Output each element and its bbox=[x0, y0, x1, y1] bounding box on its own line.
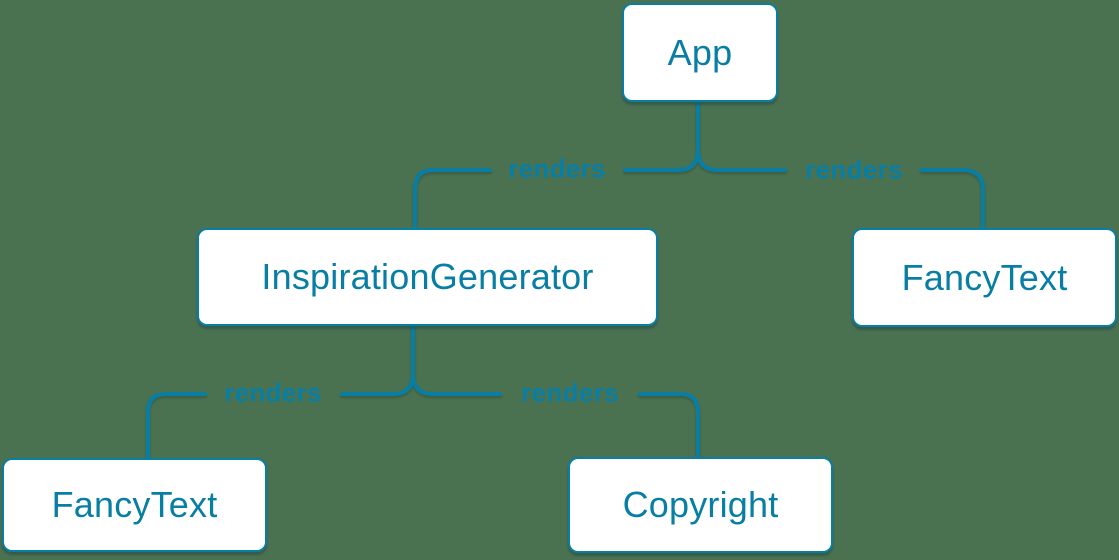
edge-inspirationgenerator-to-copyright bbox=[411, 324, 700, 459]
node-fancy-text-bottom: FancyText bbox=[2, 458, 267, 552]
node-app-label: App bbox=[667, 31, 733, 73]
node-app: App bbox=[622, 3, 778, 102]
edge-label-renders-app-inspirationgenerator: renders bbox=[508, 153, 606, 184]
node-fancy-text-bottom-label: FancyText bbox=[51, 484, 218, 525]
edge-label-renders-inspirationgenerator-copyright: renders bbox=[521, 377, 619, 408]
node-fancy-text-top: FancyText bbox=[852, 228, 1117, 327]
node-inspiration-generator-label: InspirationGenerator bbox=[261, 256, 594, 297]
edge-app-to-fancytext bbox=[696, 100, 985, 230]
node-inspiration-generator: InspirationGenerator bbox=[197, 228, 658, 326]
node-copyright-label: Copyright bbox=[622, 484, 779, 525]
edge-label-renders-inspirationgenerator-fancytext: renders bbox=[224, 377, 322, 408]
edge-label-renders-app-fancytext: renders bbox=[805, 154, 903, 185]
node-fancy-text-top-label: FancyText bbox=[901, 256, 1068, 298]
node-copyright: Copyright bbox=[568, 457, 833, 553]
